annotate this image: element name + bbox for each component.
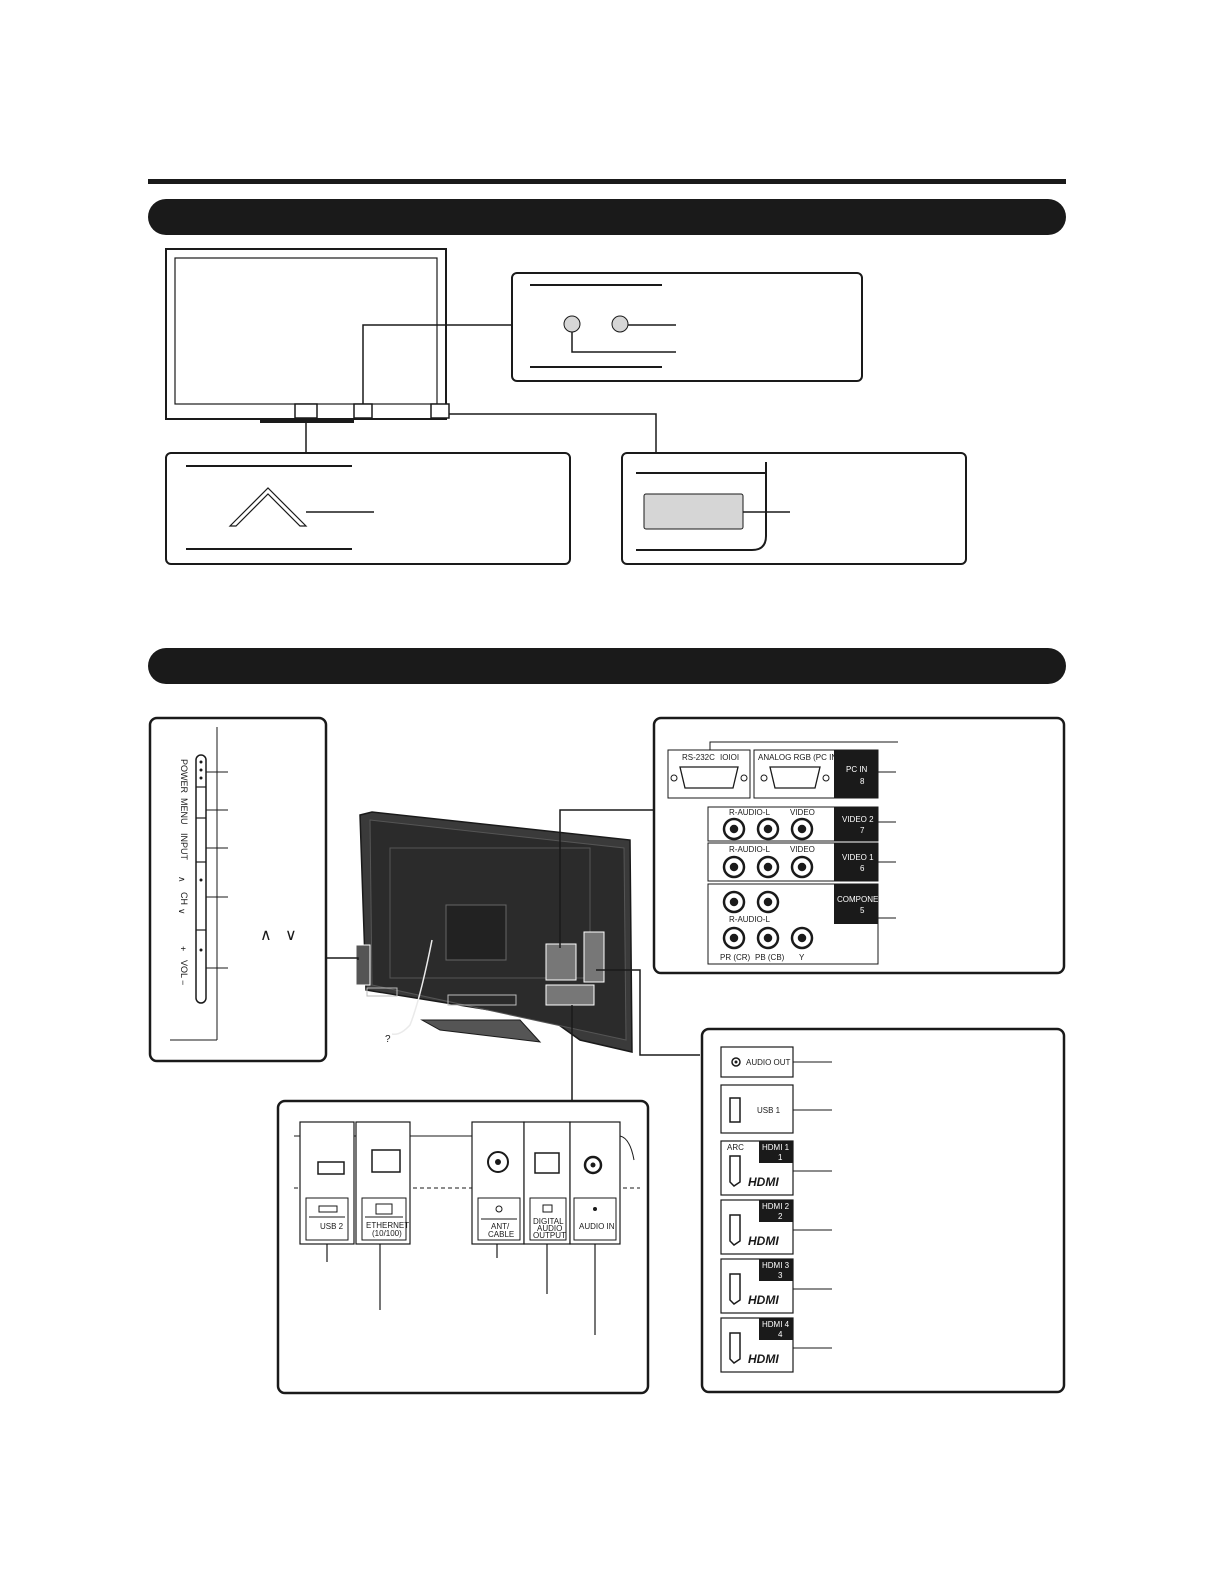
remote-sensor-icon [611,315,629,333]
hdmi4-port[interactable] [729,1332,741,1364]
y-label: Y [799,953,805,962]
video1-label: VIDEO 1 [842,853,874,862]
hdmi1-logo: HDMI [748,1175,779,1189]
component-audio-label: R-AUDIO-L [729,915,770,924]
video1-video-label: VIDEO [790,845,815,854]
ant-cable-icon [495,1205,503,1213]
digital-audio-output-port[interactable] [534,1152,560,1174]
hdmi4-logo: HDMI [748,1352,779,1366]
video1-audio-label: R-AUDIO-L [729,845,770,854]
pc-in-label: PC IN [846,765,868,774]
vol-plus-glyph: + [178,946,188,951]
analog-rgb-port[interactable] [769,766,821,789]
section-header-front [148,199,1066,235]
ant-label: ANT/ [491,1222,510,1231]
usb2-label: USB 2 [320,1222,344,1231]
hdmi2-logo: HDMI [748,1234,779,1248]
hdmi2-port[interactable] [729,1214,741,1246]
video2-number: 7 [860,826,865,835]
svg-text:?: ? [385,1034,391,1045]
logo-callout [165,452,571,565]
ethernet-speed-label: (10/100) [372,1229,402,1238]
video2-audio-label: R-AUDIO-L [729,808,770,817]
ch-down-glyph: ∨ [177,908,187,915]
ethernet-label: ETHERNET [366,1221,409,1230]
rs232c-label: RS-232C [682,753,715,762]
arc-label: ARC [727,1143,744,1152]
rs232c-glyph: IOIOI [720,753,739,762]
hdmi3-label: HDMI 3 [762,1261,790,1270]
menu-button[interactable]: MENU [179,798,189,825]
tv-front-illustration [165,248,450,423]
hdmi1-port[interactable] [729,1155,741,1187]
audio-label: AUDIO [537,1224,562,1233]
pr-label: PR (CR) [720,953,751,962]
hdmi3-logo: HDMI [748,1293,779,1307]
section-header-rear [148,648,1066,684]
hdmi2-number: 2 [778,1212,783,1221]
video1-jacks[interactable] [722,855,814,879]
ch-up-glyph: ∧ [177,876,187,883]
component-audio-jacks[interactable] [722,890,780,914]
indicator-callout [621,452,967,565]
video2-label: VIDEO 2 [842,815,874,824]
light-sensor-icon [563,315,581,333]
hdmi1-label: HDMI 1 [762,1143,790,1152]
side-buttons-callout: POWER MENU INPUT ∧ CH ∨ + VOL − ∧ ∨ [148,716,328,1063]
video2-jacks[interactable] [722,817,814,841]
usb1-label: USB 1 [757,1106,781,1115]
ch-up-arrow-icon: ∧ [260,925,272,944]
component-number: 5 [860,906,865,915]
audio-in-icon [593,1207,597,1211]
vol-minus-glyph: − [178,980,188,985]
digital-label: DIGITAL [533,1217,564,1226]
cable-label: CABLE [488,1230,514,1239]
indicator-lamp [643,493,744,530]
logo-chevron-icon [228,487,308,527]
audio-in-label: AUDIO IN [579,1222,615,1231]
usb2-port-icon [318,1205,338,1213]
video2-video-label: VIDEO [790,808,815,817]
tv-rear-illustration: ? [355,811,633,1053]
power-button[interactable]: POWER [179,759,189,794]
output-label: OUTPUT [533,1231,566,1240]
side-terminals-callout: AUDIO OUT USB 1 ARC HDMI 1 1 HDMI HDMI 2… [700,1027,1066,1394]
ethernet-port-icon [375,1203,393,1215]
pc-in-number: 8 [860,777,865,786]
bottom-terminals-callout: USB 2 ETHERNET (10/100) ANT/ CABLE DIGIT… [276,1099,650,1395]
hdmi4-label: HDMI 4 [762,1320,790,1329]
hdmi2-label: HDMI 2 [762,1202,790,1211]
front-leader-lines [305,324,657,453]
analog-rgb-label: ANALOG RGB (PC IN) [758,753,840,762]
ch-down-arrow-icon: ∨ [285,925,297,944]
pb-label: PB (CB) [755,953,785,962]
usb2-port[interactable] [317,1161,345,1175]
top-rule [148,179,1066,184]
hdmi3-number: 3 [778,1271,783,1280]
component-video-jacks[interactable] [722,926,814,950]
input-button[interactable]: INPUT [179,833,189,861]
sensor-callout [511,272,863,382]
ch-button[interactable]: CH [179,892,189,905]
video1-number: 6 [860,864,865,873]
pc-video-callout: RS-232C IOIOI ANALOG RGB (PC IN) PC IN 8… [652,716,1066,975]
ethernet-port[interactable] [371,1149,401,1173]
digital-audio-icon [542,1204,553,1213]
rear-leader-lines [326,809,700,1101]
hdmi1-number: 1 [778,1153,783,1162]
hdmi4-number: 4 [778,1330,783,1339]
usb1-port[interactable] [729,1097,741,1123]
audio-out-label: AUDIO OUT [746,1058,791,1067]
vol-button[interactable]: VOL [179,960,189,978]
component-label: COMPONENT [837,895,889,904]
hdmi3-port[interactable] [729,1273,741,1305]
rs232c-port[interactable] [679,766,739,789]
